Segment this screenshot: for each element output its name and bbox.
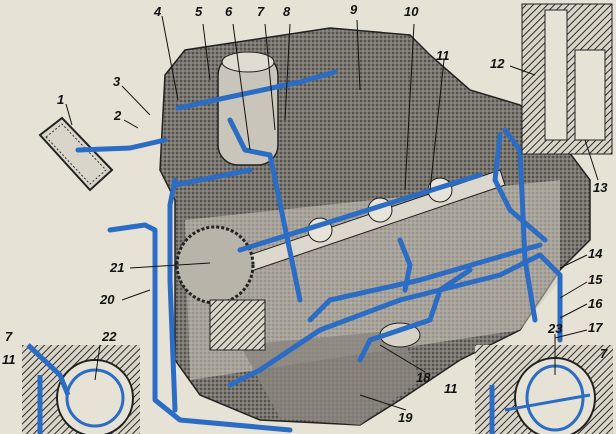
- label-20: 20: [99, 292, 115, 307]
- label-11-right-inset: 11: [444, 381, 458, 396]
- oil-pump: [209, 299, 266, 351]
- label-23: 23: [547, 321, 563, 336]
- oil-cooler-radiator: [38, 116, 114, 192]
- label-18: 18: [416, 370, 431, 385]
- label-15: 15: [588, 272, 603, 287]
- label-14: 14: [588, 246, 603, 261]
- label-9: 9: [350, 2, 358, 17]
- label-22: 22: [101, 329, 117, 344]
- label-10: 10: [404, 4, 419, 19]
- label-5: 5: [195, 4, 203, 19]
- part-labels: 1 2 3 4 5 6 7 8 9 10 11 12 13 14 15 16 1…: [2, 2, 608, 425]
- relief-valve-inset: [521, 3, 613, 155]
- label-21: 21: [109, 260, 124, 275]
- bearing-section-left: [22, 343, 140, 434]
- label-6: 6: [225, 4, 233, 19]
- oil-filter: [217, 51, 279, 166]
- label-8: 8: [283, 4, 291, 19]
- label-7-right-inset: 7: [600, 346, 608, 361]
- leader-lines: [65, 15, 599, 411]
- label-1: 1: [57, 92, 64, 107]
- timing-gear: [175, 225, 255, 305]
- label-17: 17: [588, 320, 603, 335]
- label-12: 12: [490, 56, 505, 71]
- label-3: 3: [113, 74, 121, 89]
- label-4: 4: [153, 4, 162, 19]
- bearing-section-right: [475, 345, 613, 434]
- label-19: 19: [398, 410, 413, 425]
- label-16: 16: [588, 296, 603, 311]
- label-11-left-inset: 11: [2, 352, 16, 367]
- label-2: 2: [113, 108, 122, 123]
- label-7: 7: [257, 4, 265, 19]
- label-13: 13: [593, 180, 608, 195]
- oil-lines: [75, 69, 563, 433]
- label-7-left-inset: 7: [5, 329, 13, 344]
- label-11: 11: [436, 48, 450, 63]
